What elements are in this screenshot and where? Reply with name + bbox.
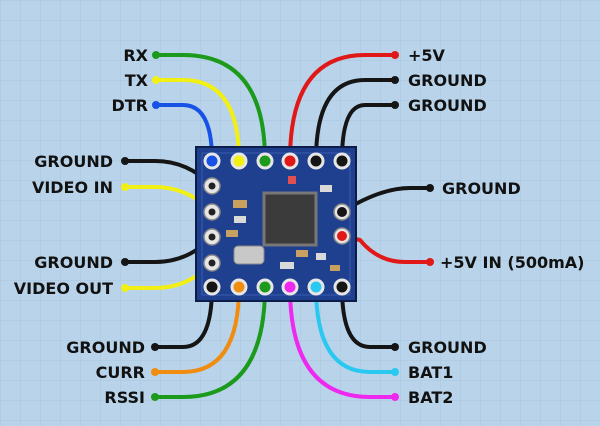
- label-bat1: BAT1: [408, 363, 453, 382]
- osd-board: [195, 146, 357, 302]
- label-plus5v: +5V: [408, 46, 446, 65]
- label-tx: TX: [125, 71, 149, 90]
- pin-plus5v: [281, 152, 299, 170]
- label-bat2: BAT2: [408, 388, 453, 407]
- label-ground-bottom-left: GROUND: [66, 338, 145, 357]
- label-plus5v-in: +5V IN (500mA): [440, 253, 584, 272]
- pin-ground-bottom-left: [203, 278, 221, 296]
- label-ground-left-2: GROUND: [34, 253, 113, 272]
- main-chip: [262, 191, 318, 247]
- label-video-in: VIDEO IN: [32, 178, 113, 197]
- wire-curr: [153, 285, 241, 374]
- wire-rssi: [153, 285, 267, 399]
- pin-dtr: [203, 152, 221, 170]
- pin-rx: [256, 152, 274, 170]
- wire-bat2: [288, 285, 397, 399]
- wire-ground-top-right-1: [314, 78, 397, 162]
- wire-tx: [154, 78, 241, 162]
- label-curr: CURR: [96, 363, 145, 382]
- label-ground-left-1: GROUND: [34, 152, 113, 171]
- label-ground-top-right-1: GROUND: [408, 71, 487, 90]
- pin-ground-2: [333, 152, 351, 170]
- top-header: [203, 152, 351, 170]
- wire-plus5v: [288, 53, 397, 162]
- pin-tx: [230, 152, 248, 170]
- pin-bat1: [307, 278, 325, 296]
- label-ground-bottom-right: GROUND: [408, 338, 487, 357]
- bottom-header: [203, 278, 351, 296]
- label-ground-right: GROUND: [442, 179, 521, 198]
- wire-rx: [154, 53, 267, 162]
- label-ground-top-right-2: GROUND: [408, 96, 487, 115]
- pin-curr: [230, 278, 248, 296]
- label-rx: RX: [123, 46, 148, 65]
- crystal: [233, 245, 265, 265]
- pin-ground-bottom-right: [333, 278, 351, 296]
- label-rssi: RSSI: [104, 388, 145, 407]
- pin-bat2: [281, 278, 299, 296]
- pin-ground-1: [307, 152, 325, 170]
- pin-rssi: [256, 278, 274, 296]
- label-dtr: DTR: [111, 96, 148, 115]
- label-video-out: VIDEO OUT: [14, 279, 113, 298]
- wire-bat1: [314, 285, 397, 374]
- wire-plus5v-in: [340, 234, 432, 264]
- wire-end-dots: [121, 51, 434, 401]
